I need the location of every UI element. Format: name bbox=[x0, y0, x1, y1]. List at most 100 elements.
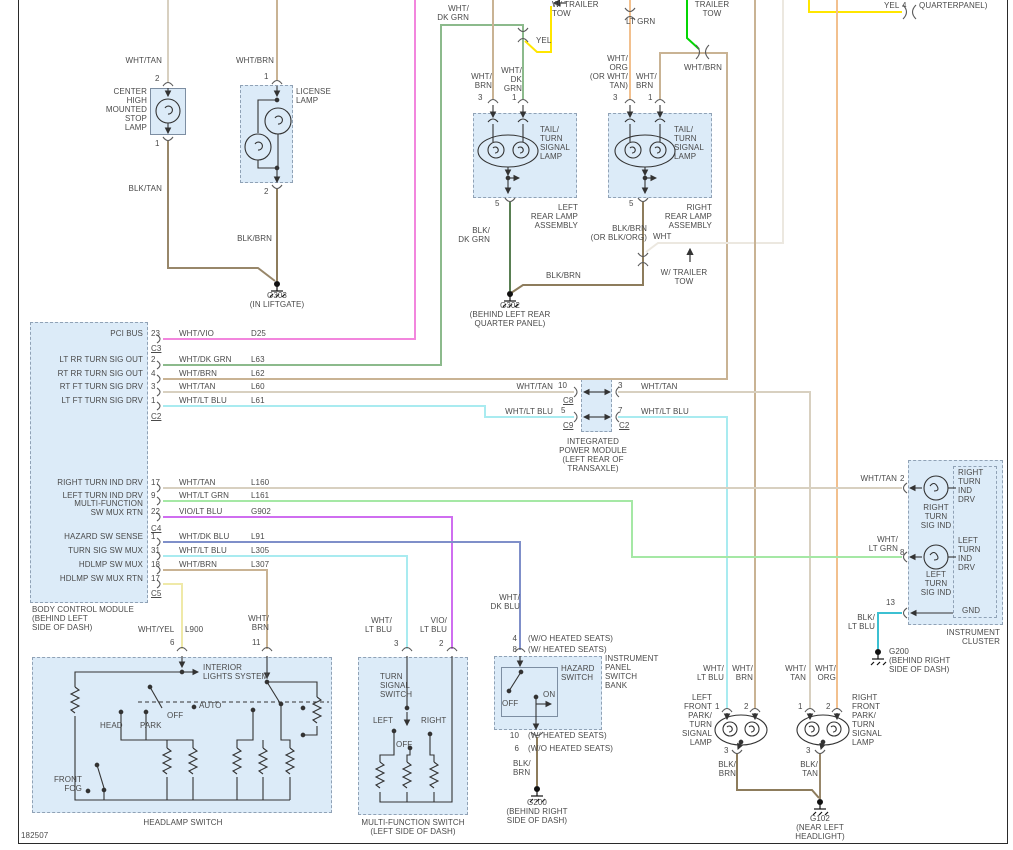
bcm-pin: 1 bbox=[151, 396, 156, 405]
ipm-title: INTEGRATED POWER MODULE (LEFT REAR OF TR… bbox=[559, 437, 627, 473]
rear-right-trailer-wire: LT GRN bbox=[626, 17, 656, 26]
front-left-pin3: 3 bbox=[724, 746, 729, 755]
cluster-left-pin: 8 bbox=[900, 548, 905, 557]
bcm-wire: WHT/VIO bbox=[179, 329, 214, 338]
hazard-off: OFF bbox=[502, 699, 519, 708]
bcm-pin: 17 bbox=[151, 478, 161, 487]
hazard-pin10-note: (W/ HEATED SEATS) bbox=[528, 731, 607, 740]
bcm-signal-pci: PCI BUS bbox=[110, 329, 143, 338]
chmsl-pin-bottom: 1 bbox=[155, 139, 160, 148]
rear-right-pin1: 1 bbox=[648, 93, 653, 102]
bcm-circuit: L60 bbox=[251, 382, 265, 391]
front-left-wire1: WHT/ LT BLU bbox=[697, 664, 724, 682]
bcm-signal: LT RR TURN SIG OUT bbox=[59, 355, 143, 364]
front-right-pin2: 2 bbox=[826, 702, 831, 711]
rear-left-lamp-label: TAIL/ TURN SIGNAL LAMP bbox=[540, 125, 570, 161]
rear-right-lamp-label: TAIL/ TURN SIGNAL LAMP bbox=[674, 125, 704, 161]
bcm-out-wht-brn: WHT/ BRN bbox=[248, 614, 269, 632]
bcm-signal: TURN SIG SW MUX bbox=[68, 546, 143, 555]
bcm-wire: WHT/DK BLU bbox=[179, 532, 230, 541]
cluster-gnd-wire: BLK/ LT BLU bbox=[848, 613, 875, 631]
bcm-signal: RT RR TURN SIG OUT bbox=[57, 369, 143, 378]
hs-pin11: 11 bbox=[252, 638, 261, 647]
license-wire-top: WHT/BRN bbox=[235, 56, 274, 65]
front-right-pin1: 1 bbox=[798, 702, 803, 711]
bcm-circuit: G902 bbox=[251, 507, 271, 516]
rear-left-trailer-note: W/ TRAILER TOW bbox=[552, 0, 599, 18]
ipm-row2-right-pin: 7 bbox=[618, 406, 623, 415]
ipm-row1-right-pin: 3 bbox=[618, 381, 623, 390]
cluster-left-wire: WHT/ LT GRN bbox=[868, 535, 898, 553]
bcm-circuit: L305 bbox=[251, 546, 270, 555]
bcm-circuit: L91 bbox=[251, 532, 265, 541]
g200-hazard-id: G200 bbox=[527, 798, 547, 807]
bcm-pin: 1 bbox=[151, 532, 156, 541]
rear-left-pin3: 3 bbox=[478, 93, 483, 102]
mf-pin2: 2 bbox=[439, 639, 444, 648]
front-right-wire1: WHT/ TAN bbox=[785, 664, 806, 682]
rear-left-pin1: 1 bbox=[512, 93, 517, 102]
bcm-wire: WHT/TAN bbox=[179, 382, 216, 391]
ipm-row1-left-wire: WHT/TAN bbox=[516, 382, 553, 391]
mf-off: OFF bbox=[396, 740, 413, 749]
front-right-wire2: WHT/ ORG bbox=[815, 664, 836, 682]
cluster-right-pin: 2 bbox=[900, 474, 905, 483]
bcm-signal: HDLMP SW MUX bbox=[78, 560, 143, 569]
g302-location: (BEHIND LEFT REAR QUARTER PANEL) bbox=[469, 310, 551, 328]
front-left-ground: BLK/ BRN bbox=[718, 760, 736, 778]
bcm-signal: RIGHT TURN IND DRV bbox=[57, 478, 143, 487]
chmsl-wire-top: WHT/TAN bbox=[125, 56, 162, 65]
cluster-left-bulb-label: LEFT TURN SIG IND bbox=[920, 570, 952, 597]
rear-right-ground-wire: BLK/BRN (OR BLK/ORG) bbox=[590, 224, 647, 242]
hazard-pin8-note: (W/ HEATED SEATS) bbox=[528, 645, 607, 654]
g302-ground-wire: BLK/BRN bbox=[546, 271, 581, 280]
hs-pin6: 6 bbox=[170, 638, 175, 647]
cluster-right-wire: WHT/TAN bbox=[860, 474, 897, 483]
front-right-ground: BLK/ TAN bbox=[800, 760, 818, 778]
hs-park: PARK bbox=[140, 721, 162, 730]
bcm-out-l900: L900 bbox=[185, 625, 204, 634]
mf-right: RIGHT bbox=[421, 716, 447, 725]
cluster-right-signal: RIGHT TURN IND DRV bbox=[958, 468, 984, 504]
g200-cluster-id: G200 bbox=[889, 647, 909, 656]
front-left-label: LEFT FRONT PARK/ TURN SIGNAL LAMP bbox=[682, 693, 712, 747]
hazard-wire-top: WHT/ DK BLU bbox=[490, 593, 520, 611]
bcm-circuit: L307 bbox=[251, 560, 270, 569]
ipm-conn-c8: C8 bbox=[563, 396, 574, 405]
front-left-pin2: 2 bbox=[744, 702, 749, 711]
bcm-pin: 18 bbox=[151, 560, 161, 569]
license-pin-bottom: 2 bbox=[264, 187, 269, 196]
rear-right-assembly: RIGHT REAR LAMP ASSEMBLY bbox=[664, 203, 712, 230]
hs-front-fog: FRONT FOG bbox=[53, 775, 82, 793]
front-right-label: RIGHT FRONT PARK/ TURN SIGNAL LAMP bbox=[852, 693, 882, 747]
g303-id: G303 bbox=[267, 291, 287, 300]
cluster-left-signal: LEFT TURN IND DRV bbox=[958, 536, 981, 572]
chmsl-box bbox=[150, 88, 186, 135]
ipm-row1-right-wire: WHT/TAN bbox=[641, 382, 678, 391]
hs-head: HEAD bbox=[100, 721, 123, 730]
diagram-id: 182507 bbox=[21, 831, 49, 840]
mf-inner-label: TURN SIGNAL SWITCH bbox=[380, 672, 413, 699]
rear-left-ground-wire: BLK/ DK GRN bbox=[458, 226, 490, 244]
rear-right-pin5: 5 bbox=[629, 199, 634, 208]
cluster-title: INSTRUMENT CLUSTER bbox=[946, 628, 1000, 646]
bcm-circuit: L62 bbox=[251, 369, 265, 378]
bcm-wire: WHT/LT BLU bbox=[179, 396, 227, 405]
rear-right-pin1-wire: WHT/ BRN bbox=[636, 72, 657, 90]
bcm-signal: HDLMP SW MUX RTN bbox=[59, 574, 143, 583]
license-pin-top: 1 bbox=[264, 72, 269, 81]
rear-left-assembly: LEFT REAR LAMP ASSEMBLY bbox=[530, 203, 578, 230]
cluster-inner-box bbox=[953, 466, 997, 618]
trailer-ground-note: W/ TRAILER TOW bbox=[660, 268, 708, 286]
bcm-circuit: D25 bbox=[251, 329, 266, 338]
hazard-pin8: 8 bbox=[512, 645, 517, 654]
bcm-wire: WHT/LT GRN bbox=[179, 491, 230, 500]
g200-hazard-location: (BEHIND RIGHT SIDE OF DASH) bbox=[506, 807, 568, 825]
license-lamp-box bbox=[240, 85, 293, 183]
bcm-signal: LEFT TURN IND DRV bbox=[62, 491, 143, 500]
bcm-pin: 31 bbox=[151, 546, 161, 555]
mf-wire3: WHT/ LT BLU bbox=[365, 616, 392, 634]
switch-bank-box bbox=[494, 656, 602, 730]
rear-right-branch-wire: WHT/BRN bbox=[684, 63, 723, 72]
ipm-row2-right-wire: WHT/LT BLU bbox=[641, 407, 689, 416]
